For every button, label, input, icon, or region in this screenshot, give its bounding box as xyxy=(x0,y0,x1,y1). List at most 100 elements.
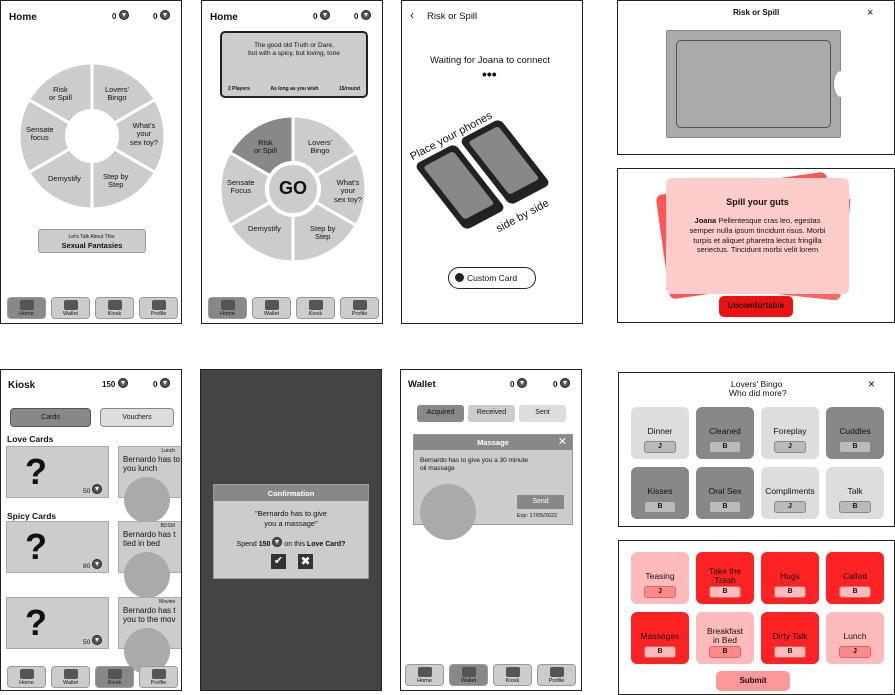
nav-wallet[interactable]: Wallet xyxy=(51,297,90,319)
nav-home[interactable]: Home xyxy=(405,664,444,686)
nav-label: Wallet xyxy=(62,311,79,317)
tab-acquired[interactable]: Acquired xyxy=(417,405,464,422)
page-title: Home xyxy=(9,12,37,23)
kiosk-card[interactable]: BDSM Bernardo has t tied in bed xyxy=(118,521,181,598)
uncomfortable-button[interactable]: Uncomfortable xyxy=(719,296,793,317)
nav-kiosk[interactable]: Kiosk xyxy=(493,664,532,686)
tab-received[interactable]: Received xyxy=(468,405,515,422)
wheel-item-demystify[interactable]: Demystify xyxy=(48,174,81,183)
wallet-screen: Wallet 0 0 Acquired Received Sent Massag… xyxy=(400,369,582,691)
wheel-item-toy[interactable]: What's your sex toy? xyxy=(334,178,362,204)
wheel-item-step[interactable]: Step by Step xyxy=(103,172,129,190)
close-icon[interactable]: × xyxy=(868,377,876,391)
kiosk-card[interactable]: Movies Bernardo has t you to the mov xyxy=(118,597,181,674)
kiosk-card[interactable]: Lunch Bernardo has to you lunch xyxy=(118,446,181,523)
tab-cards[interactable]: Cards xyxy=(10,408,91,427)
game-wheel[interactable] xyxy=(19,63,165,209)
nav-label: Home xyxy=(417,678,432,684)
wheel-item-bingo[interactable]: Lovers' Bingo xyxy=(308,138,332,156)
players-label: 2 Players xyxy=(228,86,250,92)
tile-label: Lunch xyxy=(843,631,867,641)
custom-card-button[interactable]: Custom Card xyxy=(448,267,536,289)
wheel-item-sensate[interactable]: Sensate focus xyxy=(26,125,54,143)
game-wheel[interactable] xyxy=(220,116,366,262)
custom-card-label: Custom Card xyxy=(467,273,518,283)
page-title: Lovers' Bingo xyxy=(731,379,783,389)
tile-chip: B xyxy=(709,501,741,513)
wheel-item-risk[interactable]: Risk or Spill xyxy=(49,85,72,103)
nav-label: Home xyxy=(19,311,34,317)
kiosk-card-hidden[interactable]: ? 50 xyxy=(6,446,109,498)
tile-chip: B xyxy=(774,586,806,598)
tab-vouchers[interactable]: Vouchers xyxy=(100,408,174,427)
nav-profile[interactable]: Profile xyxy=(139,666,178,688)
player-name: Joana xyxy=(694,216,717,225)
back-icon[interactable]: ‹ xyxy=(410,8,414,22)
close-icon[interactable]: ✕ xyxy=(557,436,567,448)
nav-wallet[interactable]: Wallet xyxy=(51,666,90,688)
kiosk-card-hidden[interactable]: ? 50 xyxy=(6,597,109,649)
kiosk-card-hidden[interactable]: ? 80 xyxy=(6,521,109,573)
wallet-card[interactable]: Massage ✕ Bernardo has to give you a 30 … xyxy=(413,434,573,540)
nav-profile[interactable]: Profile xyxy=(139,297,178,319)
cancel-button[interactable]: ✖ xyxy=(298,554,313,569)
nav-label: Profile xyxy=(150,311,167,317)
submit-button[interactable]: Submit xyxy=(716,671,790,691)
confirm-button[interactable]: ✔ xyxy=(271,554,286,569)
nav-home[interactable]: Home xyxy=(208,297,247,319)
wheel-item-risk[interactable]: Risk or Spill xyxy=(254,138,277,156)
tile-label: Hugs xyxy=(780,571,800,581)
nav-kiosk[interactable]: Kiosk xyxy=(95,297,134,319)
nav-wallet[interactable]: Wallet xyxy=(252,297,291,319)
nav-profile[interactable]: Profile xyxy=(340,297,379,319)
nav-profile[interactable]: Profile xyxy=(537,664,576,686)
nav-wallet[interactable]: Wallet xyxy=(449,664,488,686)
wheel-item-toy[interactable]: What's your sex toy? xyxy=(130,121,158,147)
wheel-item-sensate[interactable]: Sensate Focus xyxy=(227,178,255,196)
tab-sent[interactable]: Sent xyxy=(519,405,566,422)
card-text: Bernardo has t you to the mov xyxy=(123,606,176,624)
nav-kiosk[interactable]: Kiosk xyxy=(296,297,335,319)
spend-amount: 150 xyxy=(258,540,271,548)
talk-about-card[interactable]: Let's Talk About This: Sexual Fantasies xyxy=(38,229,146,253)
wheel-item-step[interactable]: Step by Step xyxy=(310,224,336,242)
tile-chip: B xyxy=(839,501,871,513)
wheel-item-demystify[interactable]: Demystify xyxy=(248,224,281,233)
nav-home[interactable]: Home xyxy=(7,666,46,688)
send-button[interactable]: Send xyxy=(517,495,564,509)
question-icon: ? xyxy=(25,451,47,492)
coin-icon xyxy=(117,378,128,388)
go-button[interactable]: GO xyxy=(279,178,308,198)
nav-kiosk[interactable]: Kiosk xyxy=(95,666,134,688)
side-by-side-text: side by side xyxy=(494,197,552,236)
bottom-nav: Home Wallet Kiosk Profile xyxy=(405,664,576,686)
card-notch xyxy=(833,71,849,97)
coin-icon xyxy=(272,536,283,547)
tile-chip: B xyxy=(839,586,871,598)
home-screen: Home 0 0 Risk or Spill Lovers' Bingo Wha… xyxy=(0,0,182,324)
confirmation-screen: Confirmation "Bernardo has to give you a… xyxy=(200,369,382,691)
close-icon[interactable]: × xyxy=(867,7,874,19)
game-promo-card[interactable]: The good old Truth or Dare, but with a s… xyxy=(220,31,368,98)
nav-home[interactable]: Home xyxy=(7,297,46,319)
wheel-item-bingo[interactable]: Lovers' Bingo xyxy=(105,85,129,103)
coin-balance: 0 xyxy=(313,10,330,22)
nav-label: Profile xyxy=(548,678,565,684)
card-title: Spill your guts xyxy=(726,197,789,207)
